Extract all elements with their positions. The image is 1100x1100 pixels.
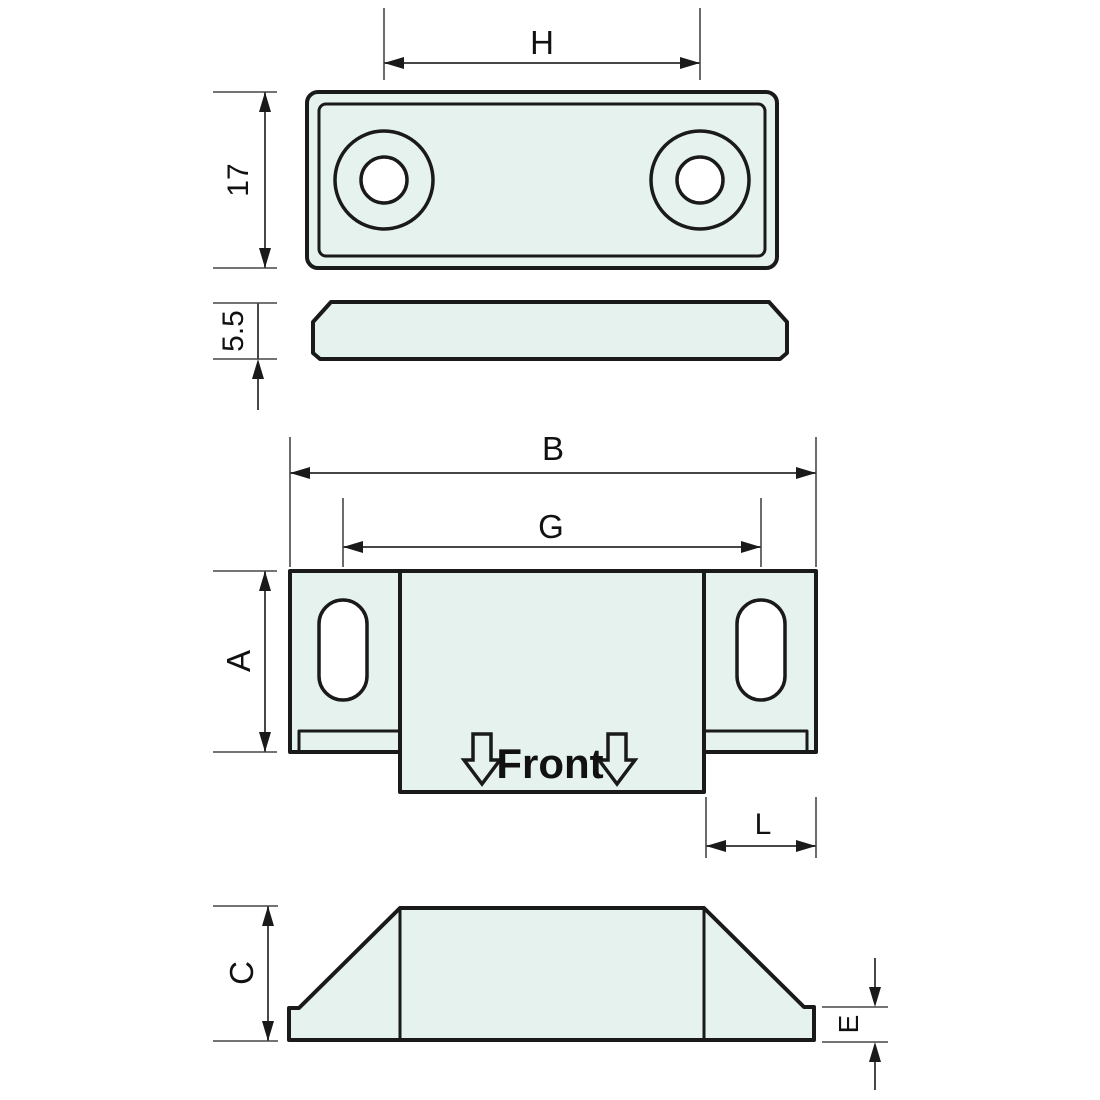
- bottom-view-profile: [287, 906, 816, 1042]
- dim-h-label: H: [530, 24, 554, 61]
- arrowhead-right-icon: [741, 541, 761, 553]
- side-view-plate: [311, 300, 789, 361]
- arrowhead-left-icon: [384, 57, 404, 69]
- dimension-c: C: [213, 905, 278, 1042]
- dimension-e: E: [822, 958, 888, 1090]
- plate-outline: [305, 90, 779, 270]
- top-view-strike-plate: [305, 90, 779, 270]
- right-lip-edge: [704, 729, 809, 752]
- left-mounting-slot: [317, 598, 369, 702]
- dim-5-5-label: 5.5: [217, 310, 250, 352]
- dimension-l: L: [705, 797, 817, 858]
- arrowhead-left-icon: [343, 541, 363, 553]
- dim-b-label: B: [542, 430, 564, 467]
- dimension-5-5: 5.5: [213, 302, 277, 410]
- arrowhead-left-icon: [706, 840, 726, 852]
- plate-side-outline: [311, 300, 789, 361]
- dimension-17: 17: [213, 91, 277, 269]
- plate-inner-edge: [317, 102, 767, 258]
- arrowhead-right-icon: [796, 467, 816, 479]
- front-arrow-right-icon: [595, 732, 639, 787]
- arrowhead-down-icon: [869, 987, 881, 1007]
- arrowhead-up-icon: [259, 92, 271, 112]
- arrowhead-right-icon: [680, 57, 700, 69]
- profile-outline: [287, 906, 816, 1042]
- dimension-a: A: [213, 570, 277, 753]
- dim-g-label: G: [538, 508, 564, 545]
- dim-c-label: C: [223, 961, 260, 985]
- arrowhead-down-icon: [259, 732, 271, 752]
- left-lip-edge: [297, 729, 400, 752]
- right-screw-hole: [675, 155, 725, 205]
- dim-e-label: E: [833, 1015, 864, 1034]
- dim-17-label: 17: [222, 163, 255, 196]
- left-screw-hole: [359, 155, 409, 205]
- center-housing: [398, 569, 706, 794]
- front-arrow-left-icon: [460, 732, 504, 787]
- arrowhead-up-icon: [262, 906, 274, 926]
- dimension-b: B: [289, 430, 817, 567]
- arrowhead-up-icon: [252, 359, 264, 379]
- arrowhead-down-icon: [259, 248, 271, 268]
- arrowhead-up-icon: [259, 571, 271, 591]
- arrowhead-right-icon: [796, 840, 816, 852]
- dim-l-label: L: [755, 808, 772, 841]
- right-mounting-slot: [735, 598, 787, 702]
- arrowhead-up-icon: [869, 1042, 881, 1062]
- front-view-body: Front: [288, 569, 818, 794]
- dim-a-label: A: [220, 650, 257, 672]
- arrowhead-left-icon: [290, 467, 310, 479]
- front-label: Front: [496, 740, 603, 787]
- arrowhead-down-icon: [262, 1021, 274, 1041]
- dimension-h: H: [383, 8, 701, 80]
- dimension-g: G: [342, 498, 762, 567]
